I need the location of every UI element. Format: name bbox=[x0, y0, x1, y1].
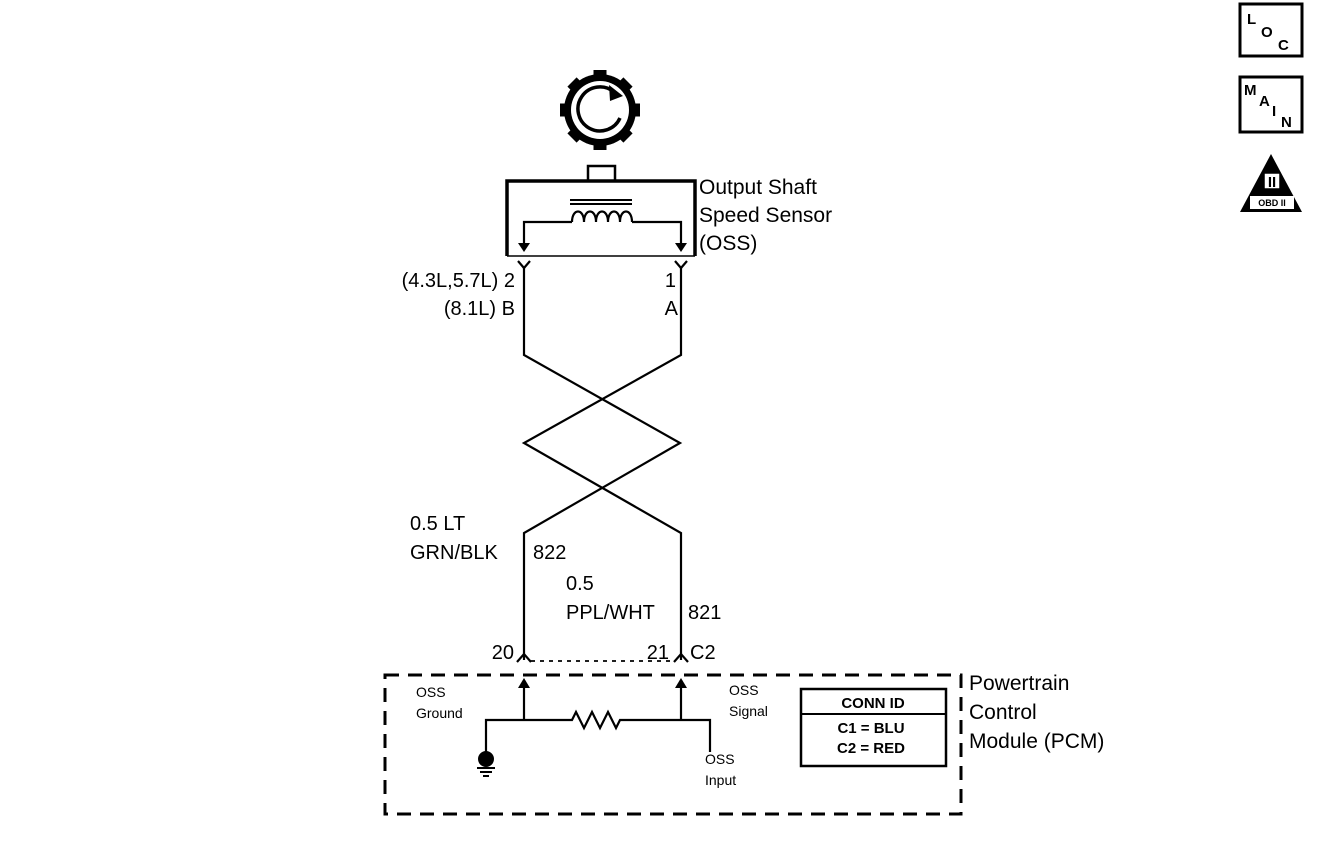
sensor-pin-right-label-2: A bbox=[665, 298, 679, 320]
sensor-pin-left-label-1: (4.3L,5.7L) 2 bbox=[402, 270, 515, 292]
wire-821-circuit: 821 bbox=[688, 602, 721, 624]
pcm-module-box bbox=[383, 673, 963, 816]
main-letter-n: N bbox=[1281, 114, 1292, 131]
obd-ii-button[interactable]: II OBD II bbox=[1240, 154, 1302, 212]
oss-sensor-symbol bbox=[505, 164, 697, 257]
sensor-name-line3: (OSS) bbox=[699, 232, 757, 255]
pcm-pin-21-label: 21 bbox=[647, 642, 669, 664]
oss-ground-label-1: OSS bbox=[416, 684, 446, 700]
twisted-pair-wires bbox=[521, 268, 683, 660]
loc-letter-l: L bbox=[1247, 11, 1256, 28]
oss-input-label-2: Input bbox=[705, 772, 736, 788]
reluctor-wheel-icon bbox=[560, 70, 640, 150]
obd-ii-text-box bbox=[1250, 196, 1294, 209]
sensor-tip bbox=[586, 164, 617, 183]
sensor-pin-right-label-1: 1 bbox=[665, 270, 676, 292]
pcm-internal-circuit bbox=[477, 678, 712, 777]
main-letter-m: M bbox=[1244, 82, 1257, 99]
pcm-pin-20 bbox=[516, 652, 532, 663]
loc-button[interactable]: L O C bbox=[1238, 2, 1304, 58]
loc-letter-o: O bbox=[1261, 24, 1273, 41]
obd-ii-numeral: II bbox=[1268, 174, 1276, 191]
wire-821-color: PPL/WHT bbox=[566, 602, 655, 624]
pcm-name-line3: Module (PCM) bbox=[969, 730, 1104, 753]
wire-822-circuit: 822 bbox=[533, 542, 566, 564]
oss-signal-label-2: Signal bbox=[729, 703, 768, 719]
oss-input-label-1: OSS bbox=[705, 751, 735, 767]
sensor-pin-2 bbox=[517, 260, 531, 270]
main-button[interactable]: M A I N bbox=[1238, 75, 1304, 134]
wire-822-color: GRN/BLK bbox=[410, 542, 498, 564]
sensor-name-line1: Output Shaft bbox=[699, 176, 817, 199]
obd-ii-text: OBD II bbox=[1258, 198, 1286, 208]
obd-ii-numeral-box bbox=[1263, 172, 1281, 190]
sensor-pin-left-label-2: (8.1L) B bbox=[444, 298, 515, 320]
ground-icon bbox=[477, 751, 495, 777]
pcm-pin-21 bbox=[673, 652, 689, 663]
sensor-name-line2: Speed Sensor bbox=[699, 204, 832, 227]
oss-ground-label-2: Ground bbox=[416, 705, 463, 721]
rotation-arrow-icon bbox=[609, 85, 623, 101]
conn-id-row-c1: C1 = BLU bbox=[837, 720, 904, 737]
conn-id-row-c2: C2 = RED bbox=[837, 740, 905, 757]
wire-821-size: 0.5 bbox=[566, 573, 594, 595]
sensor-pin-1 bbox=[674, 260, 688, 270]
pcm-name-line2: Control bbox=[969, 701, 1037, 724]
connector-c2-label: C2 bbox=[690, 642, 716, 664]
coil-icon bbox=[570, 199, 634, 223]
oss-signal-label-1: OSS bbox=[729, 682, 759, 698]
conn-id-title: CONN ID bbox=[841, 695, 905, 712]
wire-822-size: 0.5 LT bbox=[410, 513, 465, 535]
main-letter-i: I bbox=[1272, 103, 1276, 120]
main-letter-a: A bbox=[1259, 93, 1270, 110]
conn-id-table: CONN ID C1 = BLU C2 = RED bbox=[799, 687, 948, 768]
pcm-name-line1: Powertrain bbox=[969, 672, 1069, 695]
loc-letter-c: C bbox=[1278, 37, 1289, 54]
pcm-pin-20-label: 20 bbox=[492, 642, 514, 664]
